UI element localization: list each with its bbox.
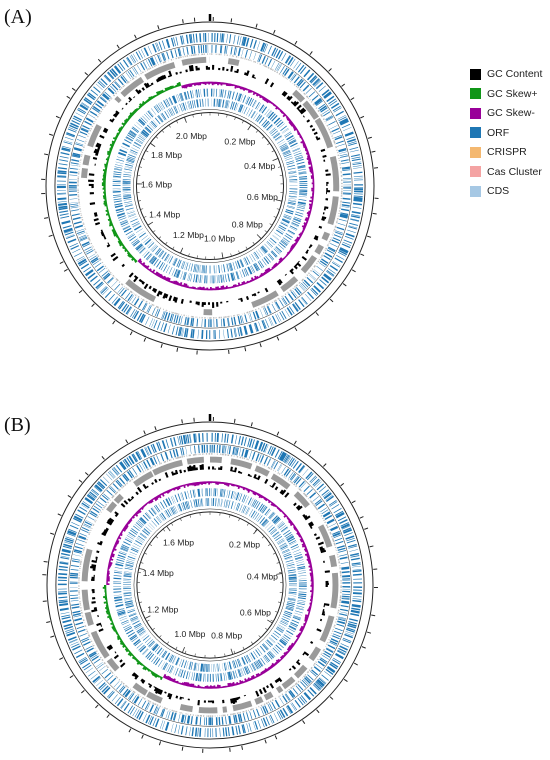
track-ring [67, 43, 353, 329]
track-ring [55, 430, 365, 740]
scale-label: 0.8 Mbp [211, 630, 242, 640]
scale-major-tick [276, 199, 283, 202]
scale-label: 1.8 Mbp [151, 150, 182, 160]
track-ring [46, 421, 374, 749]
orf-track-2 [68, 44, 352, 328]
legend: GC Content GC Skew+ GC Skew- ORF CRISPR … [470, 65, 542, 202]
scale-major-tick [247, 124, 252, 131]
scale-label: 0.6 Mbp [247, 192, 278, 202]
legend-label: GC Skew- [487, 107, 535, 119]
track-ring [136, 511, 284, 659]
outer-tick-marks [42, 417, 378, 753]
legend-item-crispr: CRISPR [470, 143, 542, 161]
scale-label: 1.2 Mbp [147, 604, 178, 614]
scale-major-tick [272, 157, 279, 161]
scale-major-tick [267, 619, 273, 624]
scale-major-tick [147, 221, 154, 226]
scale-label: 1.4 Mbp [149, 210, 180, 220]
scale-label: 0.2 Mbp [229, 540, 260, 550]
scale-major-tick [138, 567, 145, 571]
scale-minor-ticks [136, 511, 284, 658]
track-ring [133, 508, 287, 662]
outer-tick-marks [41, 17, 379, 355]
legend-label: CDS [487, 185, 510, 197]
legend-item-cds: CDS [470, 182, 542, 200]
scale-label: 1.0 Mbp [204, 234, 235, 244]
legend-item-orf: ORF [470, 124, 542, 142]
scale-label: 2.0 Mbp [176, 131, 207, 141]
scale-major-tick [181, 646, 185, 653]
orf-track-outer [56, 32, 364, 340]
scale-major-tick [179, 247, 184, 254]
scale-major-tick [184, 116, 187, 123]
scale-label: 1.2 Mbp [173, 230, 204, 240]
scale-major-tick [144, 615, 151, 619]
panel-label-b: (B) [4, 414, 31, 436]
scale-label: 0.8 Mbp [232, 219, 263, 229]
genome-map-b: 0.2 Mbp 0.4 Mbp 0.6 Mbp 0.8 Mbp 1.0 Mbp 1.2 M… [42, 414, 378, 753]
scale-major-tick [150, 142, 156, 147]
legend-item-gc-skew-plus: GC Skew+ [470, 85, 542, 103]
legend-label: Cas Cluster [487, 165, 542, 178]
orf-track-2-features [69, 444, 351, 726]
outer-ticks [41, 17, 379, 355]
legend-label: GC Skew+ [487, 87, 538, 100]
track-ring [68, 443, 352, 727]
scale-label: 1.4 Mbp [143, 568, 174, 578]
legend-swatch [470, 127, 481, 138]
scale-major-tick [276, 573, 283, 575]
legend-swatch [470, 146, 481, 158]
legend-label: ORF [487, 126, 510, 139]
orf-track-3-features [113, 488, 307, 682]
genome-map-a: 2.0 Mbp 0.2 Mbp 0.4 Mbp 0.6 Mbp 0.8 Mbp 1.0 M… [41, 14, 379, 355]
panel-label-a: (A) [4, 6, 32, 28]
scale-major-tick [253, 529, 258, 535]
orf-track-outer-features [56, 32, 364, 340]
scale-label: 1.0 Mbp [174, 629, 205, 639]
scale-major-tick [166, 525, 171, 532]
scale-label: 0.6 Mbp [240, 608, 271, 618]
scale-label: 1.6 Mbp [163, 537, 194, 547]
scale-label: 0.4 Mbp [244, 161, 275, 171]
legend-swatch [470, 68, 481, 80]
scale-label: 0.4 Mbp [247, 572, 278, 582]
legend-swatch [470, 185, 481, 197]
orf-track-2 [69, 444, 351, 726]
track-ring [133, 109, 287, 263]
legend-item-cas-cluster: Cas Cluster [470, 163, 542, 181]
gc-skew-track [101, 81, 315, 291]
scale-ring: 2.0 Mbp 0.2 Mbp 0.4 Mbp 0.6 Mbp 0.8 Mbp 1.0 M… [136, 112, 284, 260]
gc-skew-positive [101, 81, 182, 263]
legend-item-gc-content: GC Content [470, 65, 542, 83]
orf-track-inner-features [123, 498, 297, 672]
scale-label: 0.2 Mbp [224, 137, 255, 147]
legend-label: GC Content [487, 68, 543, 80]
scale-ring: 0.2 Mbp 0.4 Mbp 0.6 Mbp 0.8 Mbp 1.0 Mbp 1.2 M… [136, 511, 284, 658]
track-ring [135, 111, 285, 261]
legend-swatch [470, 166, 481, 177]
legend-label: CRISPR [487, 146, 527, 158]
orf-track-outer-features [57, 432, 363, 738]
legend-item-gc-skew-minus: GC Skew- [470, 104, 542, 122]
orf-track-2-features [68, 44, 352, 328]
legend-swatch [470, 107, 481, 119]
scale-label: 1.6 Mbp [141, 179, 172, 189]
outer-ticks [42, 417, 378, 753]
orf-track-inner [123, 498, 297, 672]
legend-swatch [470, 88, 481, 99]
scale-major-tick [256, 234, 262, 240]
orf-track-3 [113, 488, 307, 682]
track-ring [54, 30, 366, 342]
scale-major-tick [221, 252, 224, 259]
orf-track-outer [57, 432, 363, 738]
scale-major-tick [230, 648, 234, 655]
track-ring [45, 21, 375, 351]
